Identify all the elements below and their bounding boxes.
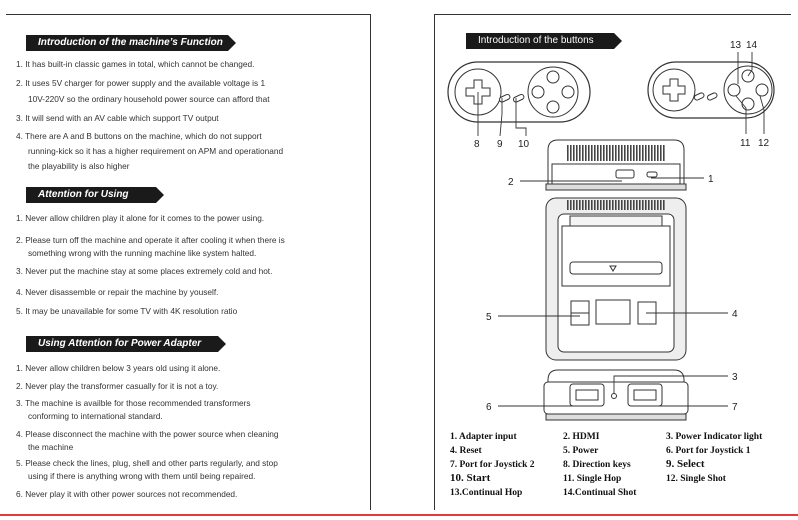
controller-right-illustration	[647, 61, 775, 119]
text-line: running-kick so it has a higher requirem…	[28, 146, 284, 156]
console-back-illustration	[545, 139, 687, 191]
text-line: using if there is anything wrong with th…	[28, 471, 256, 481]
left-manual-page	[6, 14, 371, 510]
text-line: 2. Never play the transformer casually f…	[16, 381, 219, 391]
text-line: 3. It will send with an AV cable which s…	[16, 113, 219, 123]
legend-item: 1. Adapter input	[450, 432, 517, 442]
legend-item: 9. Select	[666, 458, 705, 470]
legend-item: 5. Power	[563, 446, 599, 456]
label-5: 5	[486, 312, 492, 323]
text-line: the playability is also higher	[28, 161, 130, 171]
text-line: 2. It uses 5V charger for power supply a…	[16, 78, 266, 88]
text-line: 5. Please check the lines, plug, shell a…	[16, 458, 278, 468]
section-title-attention: Attention for Using	[26, 187, 164, 203]
text-line: 1. Never allow children play it alone fo…	[16, 213, 265, 223]
legend-item: 3. Power Indicator light	[666, 432, 763, 442]
bottom-red-rule	[0, 514, 798, 516]
text-line: 2. Please turn off the machine and opera…	[16, 235, 285, 245]
legend-item: 6. Port for Joystick 1	[666, 446, 751, 456]
legend-item: 10. Start	[450, 472, 491, 484]
label-10: 10	[518, 139, 530, 150]
text-line: 10V-220V so the ordinary household power…	[28, 94, 270, 104]
text-line: 5. It may be unavailable for some TV wit…	[16, 306, 238, 316]
label-3: 3	[732, 372, 738, 383]
text-line: 1. Never allow children below 3 years ol…	[16, 363, 221, 373]
legend-item: 12. Single Shot	[666, 474, 726, 484]
text-line: 3. The machine is availble for those rec…	[16, 398, 251, 408]
section-title-power-adapter: Using Attention for Power Adapter	[26, 336, 226, 352]
label-12: 12	[758, 138, 770, 149]
label-1: 1	[708, 174, 714, 185]
label-13: 13	[730, 40, 742, 51]
text-line: 4. There are A and B buttons on the mach…	[16, 131, 262, 141]
label-8: 8	[474, 139, 480, 150]
legend-item: 13.Continual Hop	[450, 488, 523, 498]
label-4: 4	[732, 309, 738, 320]
label-14: 14	[746, 40, 758, 51]
label-6: 6	[486, 402, 492, 413]
section-title-buttons: Introduction of the buttons	[466, 33, 622, 49]
text-line: conforming to international standard.	[28, 411, 163, 421]
console-top-illustration	[545, 197, 687, 361]
text-line: 4. Never disassemble or repair the machi…	[16, 287, 219, 297]
label-7: 7	[732, 402, 738, 413]
text-line: something wrong with the running machine…	[28, 248, 257, 258]
label-11: 11	[740, 138, 751, 149]
legend-item: 4. Reset	[450, 446, 482, 456]
legend-item: 7. Port for Joystick 2	[450, 460, 535, 470]
right-manual-page	[434, 14, 791, 510]
text-line: 4. Please disconnect the machine with th…	[16, 429, 279, 439]
legend-item: 8. Direction keys	[563, 460, 631, 470]
console-front-illustration	[543, 369, 689, 421]
label-9: 9	[497, 139, 503, 150]
legend-item: 11. Single Hop	[563, 474, 622, 484]
legend-item: 2. HDMI	[563, 432, 600, 442]
text-line: the machine	[28, 442, 74, 452]
section-title-function: Introduction of the machine’s Function	[26, 35, 236, 51]
text-line: 1. It has built-in classic games in tota…	[16, 59, 255, 69]
callout-lines	[477, 52, 765, 407]
text-line: 3. Never put the machine stay at some pl…	[16, 266, 273, 276]
controller-left-illustration	[447, 61, 591, 123]
label-2: 2	[508, 177, 514, 188]
legend-item: 14.Continual Shot	[563, 488, 637, 498]
text-line: 6. Never play it with other power source…	[16, 489, 238, 499]
